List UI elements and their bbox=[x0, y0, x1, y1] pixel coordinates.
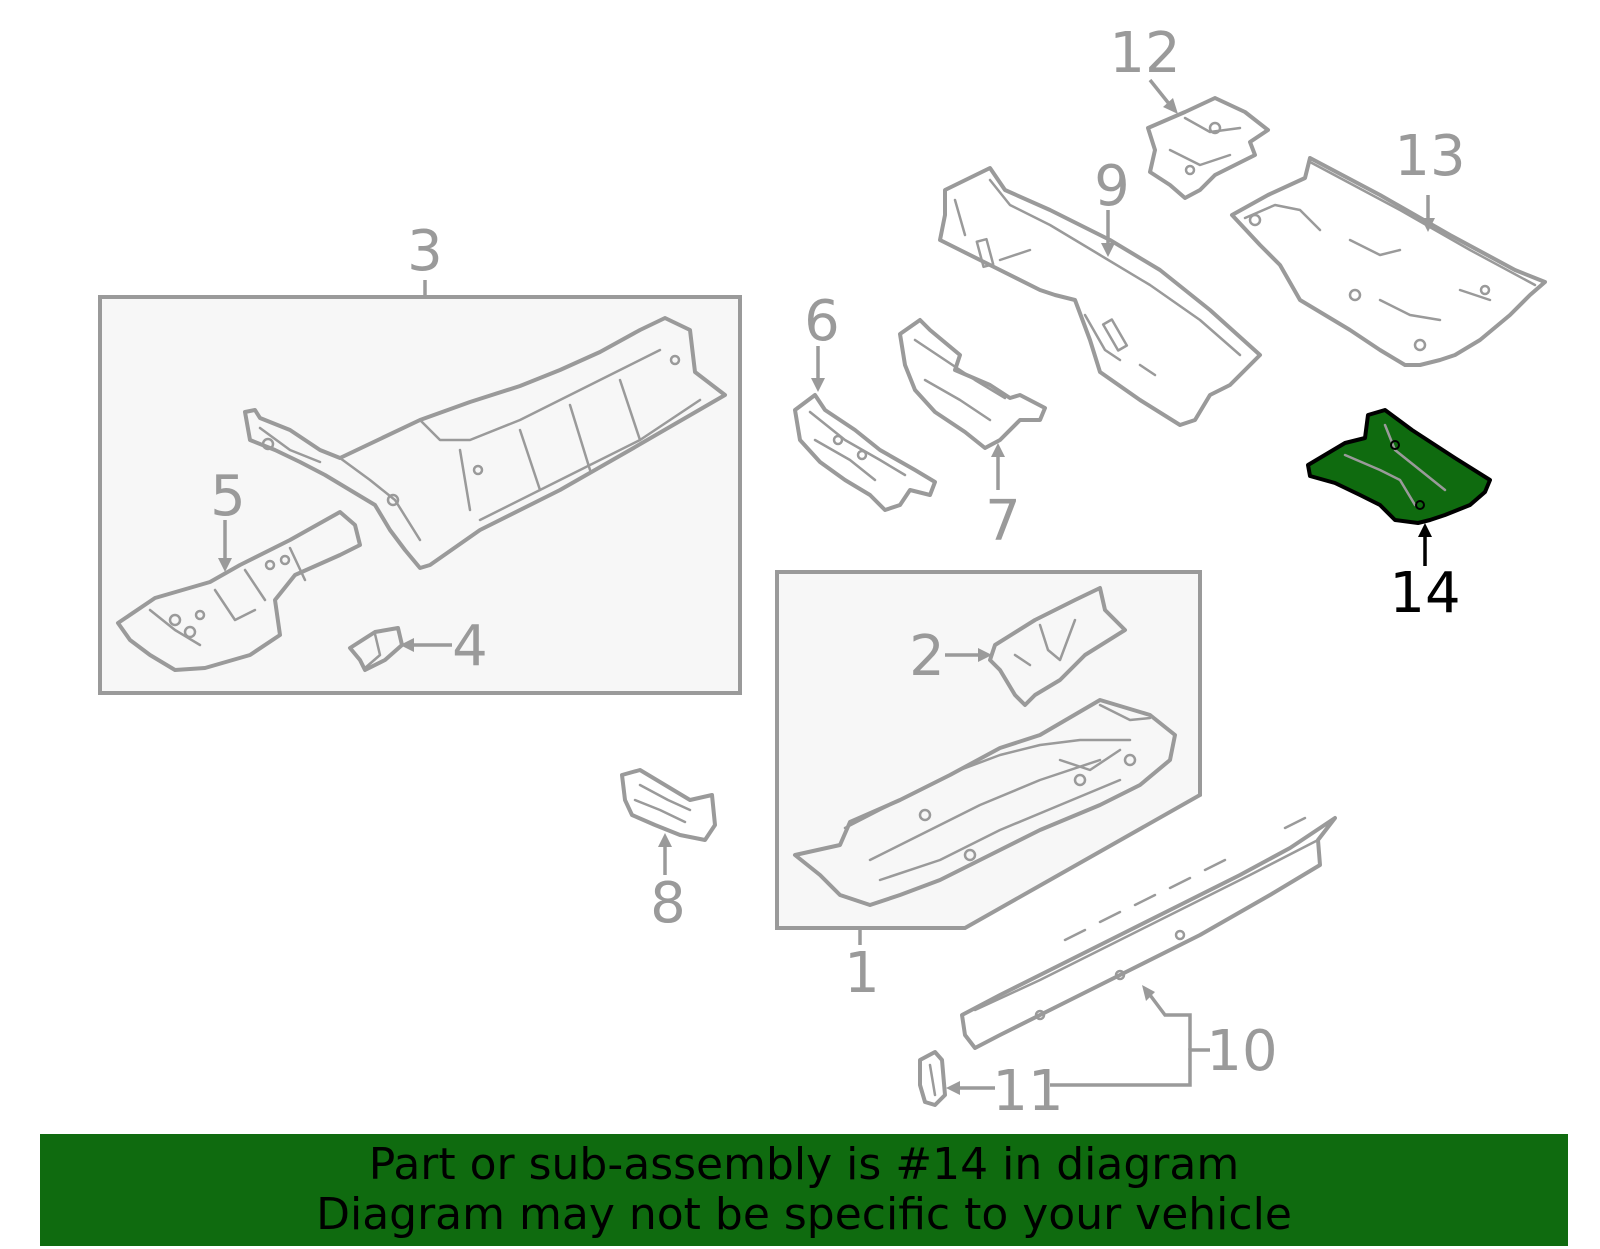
part-7[interactable] bbox=[898, 318, 1047, 450]
callout-3: 3 bbox=[407, 219, 443, 284]
part-2[interactable] bbox=[988, 586, 1127, 707]
callout-13: 13 bbox=[1394, 124, 1465, 189]
group-box-1 bbox=[775, 570, 1202, 930]
part-14[interactable] bbox=[1306, 408, 1492, 525]
part-9[interactable] bbox=[938, 166, 1262, 427]
callout-labels: 3 5 4 6 7 9 12 13 14 2 1 8 10 11 bbox=[210, 21, 1465, 1124]
leader-lines bbox=[218, 78, 1435, 1095]
callout-6: 6 bbox=[804, 289, 840, 354]
part-11[interactable] bbox=[918, 1050, 947, 1107]
callout-1: 1 bbox=[844, 941, 880, 1006]
callout-10: 10 bbox=[1206, 1019, 1277, 1084]
part-6[interactable] bbox=[793, 393, 937, 512]
callout-12: 12 bbox=[1109, 21, 1180, 86]
part-14-fill[interactable] bbox=[1306, 408, 1492, 525]
callout-14: 14 bbox=[1389, 561, 1460, 626]
part-10[interactable] bbox=[960, 816, 1337, 1050]
part-12[interactable] bbox=[1146, 96, 1270, 200]
callout-2: 2 bbox=[909, 624, 945, 689]
callout-8: 8 bbox=[650, 871, 686, 936]
part-8[interactable] bbox=[620, 768, 717, 842]
callout-9: 9 bbox=[1094, 154, 1130, 219]
banner-line-part: Part or sub-assembly is #14 in diagram bbox=[368, 1139, 1240, 1190]
callout-11: 11 bbox=[992, 1059, 1063, 1124]
callout-7: 7 bbox=[985, 489, 1021, 554]
part-4[interactable] bbox=[348, 626, 404, 672]
callout-4: 4 bbox=[452, 614, 488, 679]
banner-line-disclaimer: Diagram may not be specific to your vehi… bbox=[316, 1189, 1292, 1240]
callout-5: 5 bbox=[210, 464, 246, 529]
part-1[interactable] bbox=[793, 698, 1177, 907]
part-13[interactable] bbox=[1230, 156, 1547, 367]
part-5[interactable] bbox=[116, 510, 362, 672]
part-3[interactable] bbox=[243, 316, 727, 570]
info-banner: Part or sub-assembly is #14 in diagram D… bbox=[40, 1134, 1568, 1246]
